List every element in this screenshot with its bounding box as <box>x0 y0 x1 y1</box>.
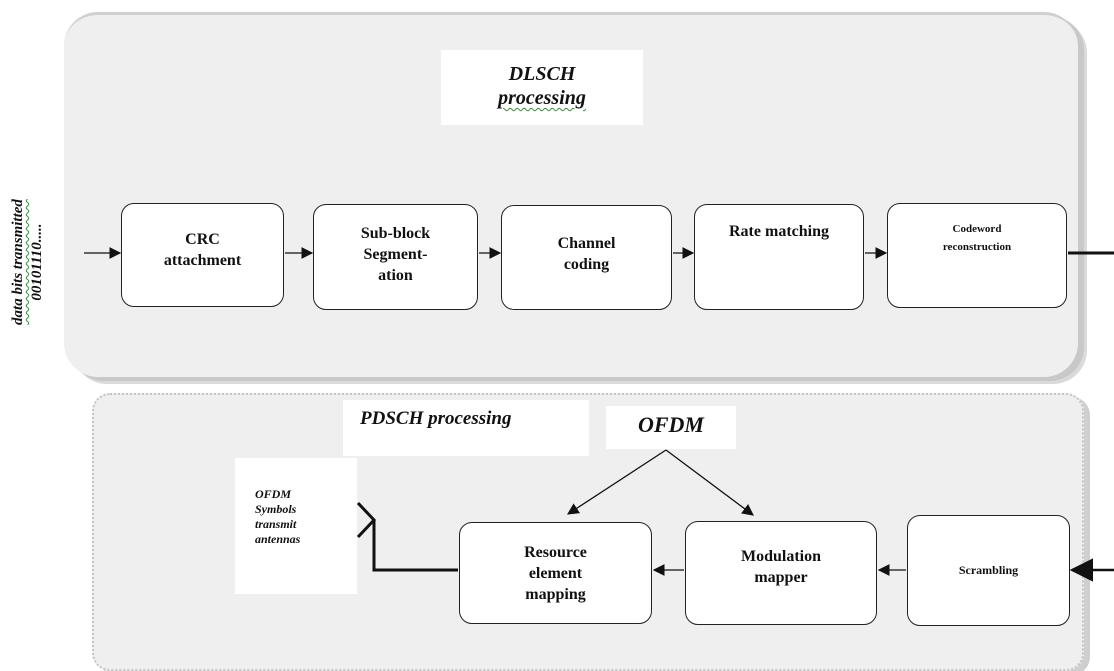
dlsch-title-line1: DLSCH <box>508 63 576 85</box>
pdsch-title-box: PDSCH processing <box>343 400 589 456</box>
dlsch-title-line2: processing <box>498 87 586 109</box>
ofdm-label: OFDM <box>637 412 704 437</box>
resource-mapping-output-line <box>372 520 458 572</box>
ofdm-label-box: OFDM <box>606 406 736 449</box>
output-label-box: OFDM Symbols transmit antennas <box>235 458 357 594</box>
dlsch-title-box: DLSCH processing <box>441 50 643 125</box>
channel-coding-label: Channel coding <box>557 234 616 273</box>
antenna-symbol <box>356 501 377 539</box>
pdsch-title: PDSCH processing <box>360 408 512 429</box>
crc-attachment-label: CRC attachment <box>163 231 242 269</box>
codeword-reconstruction-block: Codeword reconstruction <box>887 203 1067 308</box>
sub-block-segmentation-label: Sub-block Segment- ation <box>360 224 431 284</box>
scrambling-label: Scrambling <box>958 563 1019 577</box>
channel-coding-block: Channel coding <box>501 205 672 310</box>
rate-matching-block: Rate matching <box>694 204 864 310</box>
ofdm-symbols-output-label: OFDM Symbols transmit antennas <box>255 487 301 546</box>
resource-element-mapping-label: Resource element mapping <box>524 543 587 603</box>
crc-attachment-block: CRC attachment <box>121 203 284 307</box>
modulation-mapper-label: Modulation mapper <box>740 548 821 586</box>
modulation-mapper-block: Modulation mapper <box>685 521 877 625</box>
scrambling-block: Scrambling <box>907 515 1070 626</box>
resource-element-mapping-block: Resource element mapping <box>459 522 652 624</box>
ofdm-arrow-to-resource-mapping <box>567 449 667 515</box>
codeword-reconstruction-label: Codeword reconstruction <box>942 223 1012 253</box>
sub-block-segmentation-block: Sub-block Segment- ation <box>313 204 478 310</box>
ofdm-arrow-to-modulation-mapper <box>665 449 754 516</box>
rate-matching-label: Rate matching <box>729 223 829 240</box>
